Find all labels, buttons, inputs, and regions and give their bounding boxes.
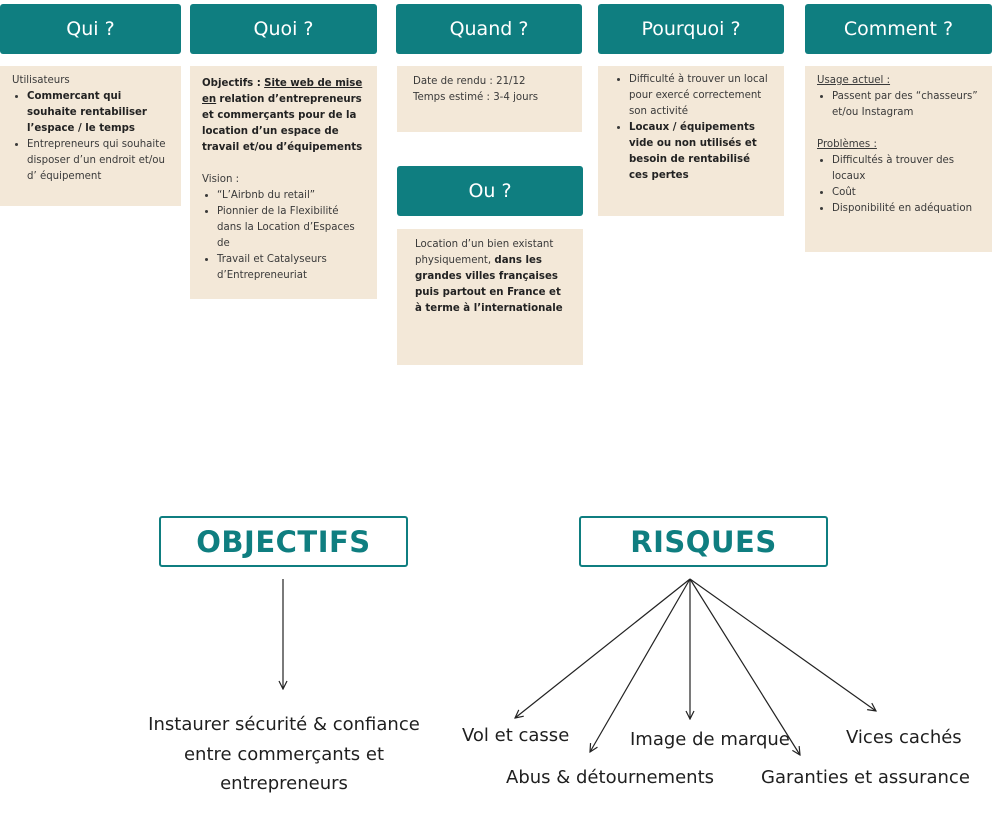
- note-quoi: Objectifs : Site web de mise en relation…: [190, 66, 377, 299]
- list-item: Travail et Catalyseurs d’Entrepreneuriat: [217, 252, 365, 284]
- list-item: Entrepreneurs qui souhaite disposer d’un…: [27, 137, 169, 185]
- list-item: Difficultés à trouver des locaux: [832, 153, 980, 185]
- list-item: Commercant qui souhaite rentabiliser l’e…: [27, 89, 169, 137]
- risques-box: RISQUES: [579, 516, 828, 567]
- list-item: Locaux / équipements vide ou non utilisé…: [629, 120, 772, 184]
- vision-label: Vision :: [202, 174, 240, 185]
- risk-arrow-vol: [515, 578, 691, 718]
- problemes-list: Difficultés à trouver des locaux Coût Di…: [817, 153, 980, 217]
- note-qui: Utilisateurs Commercant qui souhaite ren…: [0, 66, 181, 206]
- usage-label: Usage actuel :: [817, 75, 891, 86]
- note-pourquoi: Difficulté à trouver un local pour exerc…: [598, 66, 784, 216]
- list-item: Passent par des “chasseurs” et/ou Instag…: [832, 89, 980, 121]
- note-comment: Usage actuel : Passent par des “chasseur…: [805, 66, 992, 252]
- list-item: Difficulté à trouver un local pour exerc…: [629, 72, 772, 120]
- quand-temps: Temps estimé : 3-4 jours: [413, 92, 539, 103]
- list-item: “L’Airbnb du retail”: [217, 188, 365, 204]
- note-ou: Location d’un bien existant physiquement…: [397, 229, 583, 365]
- header-ou: Ou ?: [397, 166, 583, 216]
- header-pourquoi: Pourquoi ?: [598, 4, 784, 54]
- pourquoi-list: Difficulté à trouver un local pour exerc…: [614, 72, 772, 184]
- objectifs-text: Instaurer sécurité & confiance entre com…: [148, 714, 420, 794]
- list-item: Coût: [832, 185, 980, 201]
- list-item: Pionnier de la Flexibilité dans la Locat…: [217, 204, 365, 252]
- qui-label: Utilisateurs: [12, 75, 70, 86]
- usage-list: Passent par des “chasseurs” et/ou Instag…: [817, 89, 980, 121]
- qui-list: Commercant qui souhaite rentabiliser l’e…: [12, 89, 169, 185]
- list-item: Disponibilité en adéquation: [832, 201, 980, 217]
- risk-arrow-garanties: [689, 578, 800, 755]
- problemes-label: Problèmes :: [817, 139, 877, 150]
- objectifs-link: Site web de mise en: [202, 78, 363, 105]
- risk-arrow-abus: [590, 578, 691, 752]
- objectifs-box: OBJECTIFS: [159, 516, 408, 567]
- risk-garanties: Garanties et assurance: [761, 767, 970, 788]
- header-quoi: Quoi ?: [190, 4, 377, 54]
- note-quand: Date de rendu : 21/12 Temps estimé : 3-4…: [397, 66, 582, 132]
- header-quand: Quand ?: [396, 4, 582, 54]
- vision-list: “L’Airbnb du retail” Pionnier de la Flex…: [202, 188, 365, 284]
- quoi-objectifs: Objectifs : Site web de mise en relation…: [202, 78, 363, 153]
- risk-image: Image de marque: [630, 729, 790, 750]
- quand-date: Date de rendu : 21/12: [413, 76, 526, 87]
- header-qui: Qui ?: [0, 4, 181, 54]
- risk-vices: Vices cachés: [846, 727, 962, 748]
- header-comment: Comment ?: [805, 4, 992, 54]
- risk-arrow-vices: [689, 578, 876, 711]
- risk-vol: Vol et casse: [462, 725, 570, 746]
- risk-abus: Abus & détournements: [506, 767, 715, 788]
